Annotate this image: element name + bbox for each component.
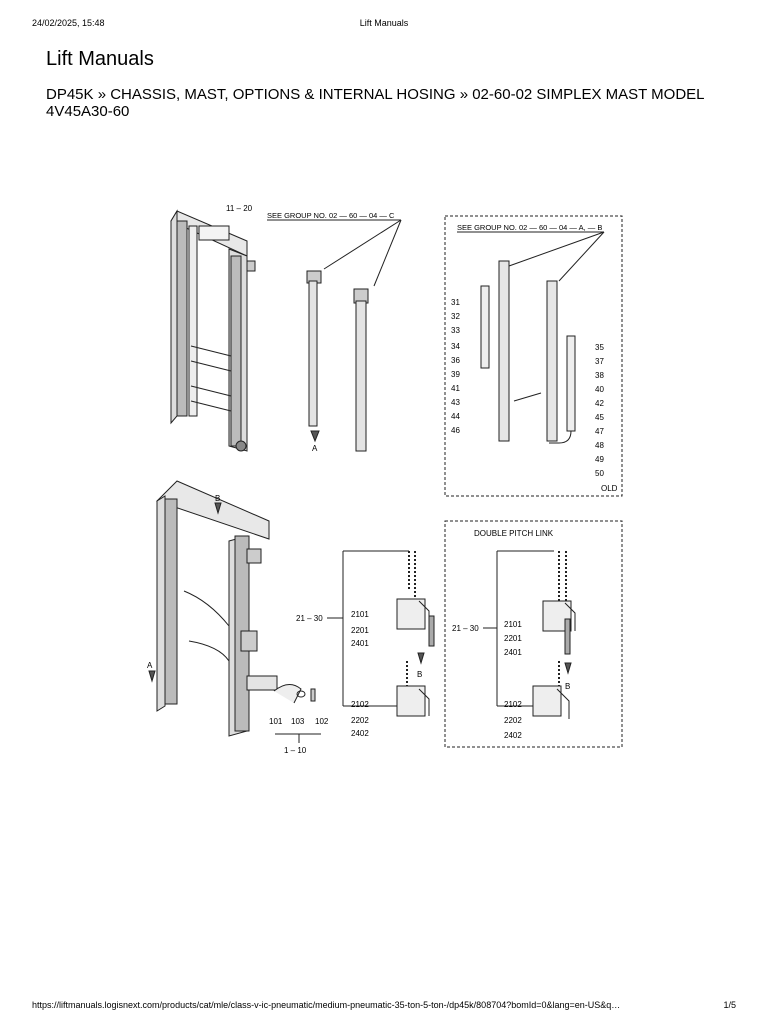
chain-top-callouts-left: 2101 2201 2401 [351,610,369,648]
callout-40: 40 [595,385,604,394]
chain-assembly-left [396,551,435,717]
callout-2101-left: 2101 [351,610,369,619]
base-parts-drawing [273,684,316,704]
label-11-20: 11 – 20 [226,204,253,213]
see-group-ab-label: SEE GROUP NO. 02 — 60 — 04 — A, — B [457,223,602,232]
right-callouts: 35 37 38 40 42 45 47 48 49 50 [595,343,604,478]
callout-2402-left: 2402 [351,729,369,738]
callout-50: 50 [595,469,604,478]
callout-41: 41 [451,384,460,393]
callout-32: 32 [451,312,460,321]
inner-mast-drawing [148,480,278,737]
see-group-c-label: SEE GROUP NO. 02 — 60 — 04 — C [267,211,395,220]
callout-33: 33 [451,326,460,335]
base-part-callouts: 101 103 102 [269,717,329,726]
callout-2202-right: 2202 [504,716,522,725]
callout-2201-right: 2201 [504,634,522,643]
callout-2401-left: 2401 [351,639,369,648]
callout-2101-right: 2101 [504,620,522,629]
breadcrumb: DP45K » CHASSIS, MAST, OPTIONS & INTERNA… [46,86,704,120]
callout-38: 38 [595,371,604,380]
range-21-30-left: 21 – 30 [296,614,323,623]
callout-2102-right: 2102 [504,700,522,709]
lift-cylinder-right [353,288,369,452]
callout-44: 44 [451,412,460,421]
arrow-a-label-top: A [312,444,318,453]
double-pitch-link-box [444,520,623,748]
arrow-a-label-left: A [147,661,153,670]
print-datetime: 24/02/2025, 15:48 [32,18,105,28]
arrow-b-label-chain: B [417,670,422,679]
page-title: Lift Manuals [46,48,154,70]
lift-cylinder-left [306,270,322,443]
callout-39: 39 [451,370,460,379]
hose-group-box [444,215,623,497]
chain-bottom-callouts-right: 2102 2202 2402 [504,700,522,740]
chain-top-callouts-right: 2101 2201 2401 [504,620,522,657]
chain-assembly-right [532,551,576,719]
callout-46: 46 [451,426,460,435]
callout-2202-left: 2202 [351,716,369,725]
chain-bottom-callouts-left: 2102 2202 2402 [351,700,369,738]
print-tab-title: Lift Manuals [359,18,409,28]
callout-102: 102 [315,717,329,726]
range-21-30-right: 21 – 30 [452,624,479,633]
old-label: OLD [601,484,618,493]
arrow-b-label-chain-right: B [565,682,570,691]
callout-31: 31 [451,298,460,307]
print-url: https://liftmanuals.logisnext.com/produc… [32,1000,621,1010]
callout-48: 48 [595,441,604,450]
callout-2401-right: 2401 [504,648,522,657]
parts-diagram: 11 – 20 SEE GROUP NO. 02 — 60 — 04 — C A… [129,131,641,808]
callout-101: 101 [269,717,283,726]
callout-2102-left: 2102 [351,700,369,709]
callout-35: 35 [595,343,604,352]
label-1-10: 1 – 10 [284,746,307,755]
hose-assembly-old [480,260,576,444]
callout-42: 42 [595,399,604,408]
callout-34: 34 [451,342,460,351]
left-callouts: 31 32 33 34 36 39 41 43 44 46 [451,298,460,435]
callout-43: 43 [451,398,460,407]
callout-37: 37 [595,357,604,366]
outer-mast-drawing [170,209,256,452]
page-indicator: 1/5 [723,1000,736,1010]
callout-2402-right: 2402 [504,731,522,740]
callout-45: 45 [595,413,604,422]
callout-2201-left: 2201 [351,626,369,635]
callout-103: 103 [291,717,305,726]
callout-49: 49 [595,455,604,464]
double-pitch-link-label: DOUBLE PITCH LINK [474,529,554,538]
callout-36: 36 [451,356,460,365]
arrow-b-label-left: B [215,494,220,503]
callout-47: 47 [595,427,604,436]
